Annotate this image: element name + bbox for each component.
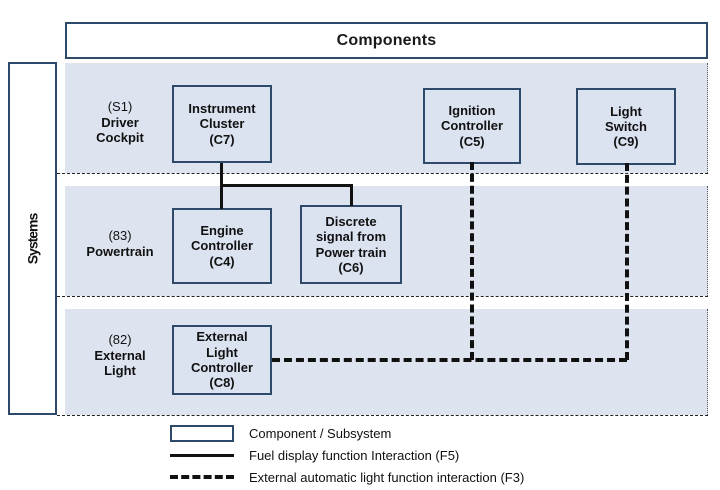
legend-dashdot-line-icon (165, 475, 239, 479)
f5-connector-c4-stem (220, 184, 223, 209)
f5-connector-c6-stem (350, 184, 353, 206)
systems-axis-label: Systems (24, 213, 41, 264)
row-name-83-line1: Powertrain (86, 243, 154, 259)
row-label-driver-cockpit: (S1) Driver Cockpit (68, 99, 172, 146)
legend-box-icon (165, 424, 239, 442)
components-header-label: Components (336, 31, 437, 49)
legend-row-component: Component / Subsystem (165, 422, 685, 444)
legend-label-f5: Fuel display function Interaction (F5) (249, 447, 460, 463)
row-code-s1: (S1) (107, 99, 133, 114)
row-code-83: (83) (108, 228, 132, 243)
legend-label-component: Component / Subsystem (249, 425, 392, 441)
row-name-82-line2: Light (104, 363, 136, 379)
systems-axis-box: Systems (8, 62, 57, 415)
f3-connector-c9-stem (625, 163, 629, 360)
f3-connector-c5-stem (470, 162, 474, 360)
row-label-external-light: (82) External Light (68, 332, 172, 379)
legend-row-f5: Fuel display function Interaction (F5) (165, 444, 685, 466)
f5-connector-rail (220, 184, 353, 187)
row-separator-2 (57, 296, 708, 297)
row-separator-1 (57, 173, 708, 174)
f3-connector-rail (272, 358, 627, 362)
components-header: Components (65, 22, 708, 59)
legend-label-f3: External automatic light function intera… (249, 469, 525, 485)
row-separator-3 (57, 415, 708, 416)
row-name-s1-line2: Cockpit (96, 130, 144, 146)
row-name-s1-line1: Driver (101, 114, 139, 130)
row-code-82: (82) (108, 332, 132, 347)
legend: Component / Subsystem Fuel display funct… (165, 422, 685, 488)
legend-row-f3: External automatic light function intera… (165, 466, 685, 488)
legend-solid-line-icon (165, 453, 239, 457)
f5-connector-c7-stem (220, 163, 223, 186)
row-label-powertrain: (83) Powertrain (68, 228, 172, 259)
row-name-82-line1: External (94, 347, 146, 363)
